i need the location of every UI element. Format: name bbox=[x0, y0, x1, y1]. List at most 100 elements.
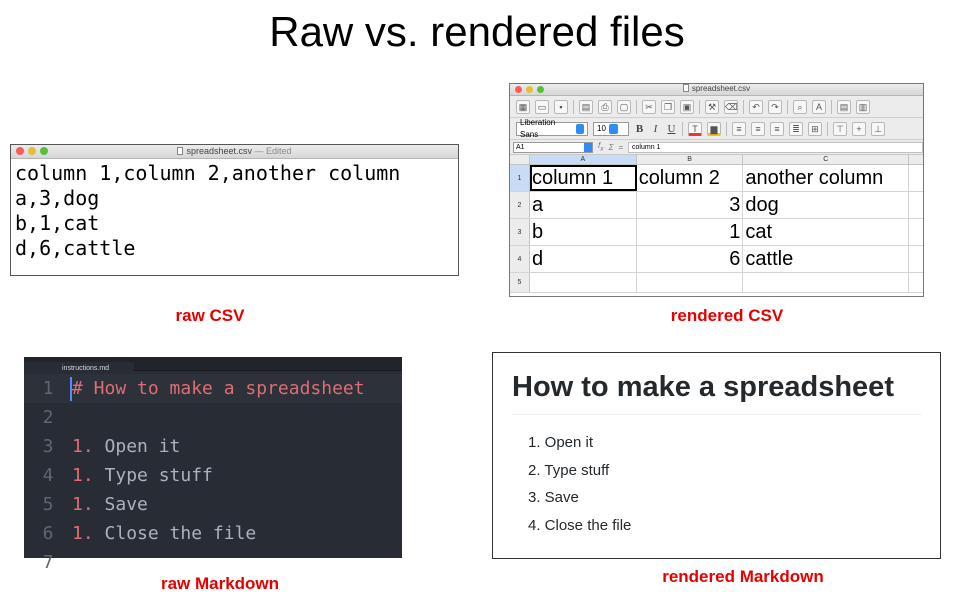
cell[interactable] bbox=[909, 165, 923, 191]
name-box[interactable]: A1 bbox=[513, 141, 593, 153]
clone-formatting-icon[interactable]: ⚒ bbox=[705, 99, 719, 114]
list-item: 1. Open it bbox=[528, 434, 594, 451]
chevron-down-icon bbox=[608, 123, 618, 134]
table-row: 3 b 1 cat bbox=[510, 219, 923, 246]
document-icon bbox=[177, 147, 184, 155]
align-left-icon[interactable]: ≡ bbox=[732, 121, 746, 136]
sum-icon[interactable]: Σ bbox=[608, 142, 614, 152]
close-window-button[interactable] bbox=[515, 86, 522, 93]
align-top-icon[interactable]: ⊤ bbox=[833, 121, 847, 136]
cell[interactable]: column 1 bbox=[529, 165, 637, 191]
cell[interactable]: cattle bbox=[743, 246, 910, 272]
cell[interactable] bbox=[909, 192, 923, 218]
merge-cells-icon[interactable]: ⊞ bbox=[808, 121, 822, 136]
text-line: a,3,dog bbox=[15, 186, 100, 210]
column-header[interactable]: B bbox=[637, 155, 744, 164]
font-size-select[interactable]: 10 bbox=[593, 121, 629, 136]
cell[interactable]: 6 bbox=[637, 246, 744, 272]
minimize-window-button[interactable] bbox=[28, 147, 36, 155]
cell[interactable]: column 2 bbox=[637, 165, 744, 191]
row-header[interactable]: 4 bbox=[510, 246, 530, 272]
cell[interactable]: cat bbox=[743, 219, 910, 245]
zoom-window-button[interactable] bbox=[40, 147, 48, 155]
cell[interactable]: d bbox=[530, 246, 637, 272]
formula-icon[interactable]: = bbox=[618, 142, 624, 152]
align-right-icon[interactable]: ≡ bbox=[770, 121, 784, 136]
cell[interactable]: b bbox=[530, 219, 637, 245]
copy-icon[interactable]: ❐ bbox=[661, 99, 675, 114]
clear-formatting-icon[interactable]: ⌫ bbox=[724, 99, 738, 114]
align-middle-icon[interactable]: + bbox=[852, 121, 866, 136]
cell[interactable] bbox=[637, 273, 744, 292]
font-color-icon[interactable]: T bbox=[688, 121, 702, 136]
italic-icon[interactable]: I bbox=[653, 122, 658, 135]
text-editor-area[interactable]: column 1,column 2,another column a,3,dog… bbox=[11, 159, 458, 263]
open-folder-icon[interactable]: ▭ bbox=[535, 99, 549, 114]
list-text: Open it bbox=[93, 436, 181, 457]
column-header[interactable]: A bbox=[529, 155, 637, 164]
column-header[interactable]: C bbox=[743, 155, 910, 164]
window-title: spreadsheet.csv bbox=[510, 84, 923, 93]
wrap-text-icon[interactable]: ≣ bbox=[789, 121, 803, 136]
select-all-corner[interactable] bbox=[510, 155, 530, 164]
code-area[interactable]: 1 # How to make a spreadsheet 2 3 1. Ope… bbox=[24, 371, 402, 577]
cell[interactable]: 3 bbox=[637, 192, 744, 218]
slide-title: Raw vs. rendered files bbox=[269, 8, 685, 55]
save-icon[interactable]: ▪ bbox=[554, 99, 568, 114]
print-preview-icon[interactable]: ▢ bbox=[617, 99, 631, 114]
line-number: 6 bbox=[42, 523, 54, 544]
toolbar-divider bbox=[787, 99, 788, 114]
code-text: 1. Close the file bbox=[72, 523, 256, 544]
cell[interactable]: dog bbox=[743, 192, 910, 218]
align-center-icon[interactable]: ≡ bbox=[751, 121, 765, 136]
font-name-value: Liberation Sans bbox=[520, 117, 556, 139]
edited-indicator: — Edited bbox=[252, 146, 292, 156]
code-line: 1 # How to make a spreadsheet bbox=[24, 374, 402, 403]
function-wizard-icon[interactable]: fx bbox=[598, 141, 604, 153]
row-header[interactable]: 3 bbox=[510, 219, 530, 245]
cell[interactable] bbox=[743, 273, 910, 292]
table-row: 5 bbox=[510, 273, 923, 293]
document-icon bbox=[682, 84, 689, 92]
cell[interactable] bbox=[909, 246, 923, 272]
formula-input[interactable]: column 1 bbox=[628, 141, 923, 153]
redo-icon[interactable]: ↷ bbox=[768, 99, 782, 114]
list-item: 2. Type stuff bbox=[528, 461, 610, 479]
tab-instructions-md[interactable]: instructions.md bbox=[24, 362, 134, 376]
row-header[interactable]: 1 bbox=[510, 165, 530, 191]
underline-icon[interactable]: U bbox=[667, 122, 676, 135]
cell[interactable] bbox=[909, 273, 923, 292]
cell[interactable]: another column bbox=[743, 165, 910, 191]
cut-icon[interactable]: ✂ bbox=[642, 99, 656, 114]
rendered-list: 1. Open it 2. Type stuff 3. Save 4. Clos… bbox=[528, 429, 940, 539]
new-document-icon[interactable]: ▦ bbox=[516, 99, 530, 114]
paste-icon[interactable]: ▣ bbox=[680, 99, 694, 114]
print-icon[interactable]: ⎙ bbox=[598, 99, 612, 114]
row-header[interactable]: 2 bbox=[510, 192, 530, 218]
export-pdf-icon[interactable]: ▤ bbox=[579, 99, 593, 114]
cell[interactable]: a bbox=[530, 192, 637, 218]
zoom-window-button[interactable] bbox=[537, 86, 544, 93]
cell[interactable]: 1 bbox=[637, 219, 744, 245]
close-window-button[interactable] bbox=[16, 147, 24, 155]
column-header[interactable] bbox=[909, 155, 923, 164]
font-name-select[interactable]: Liberation Sans bbox=[516, 118, 588, 139]
table-row: 4 d 6 cattle bbox=[510, 246, 923, 273]
code-line: 2 bbox=[24, 403, 402, 432]
bold-icon[interactable]: B bbox=[635, 122, 644, 135]
code-line: 5 1. Save bbox=[24, 490, 402, 519]
list-text: Save bbox=[93, 494, 148, 515]
find-replace-icon[interactable]: ⌕ bbox=[793, 99, 807, 114]
column-icon[interactable]: ▥ bbox=[856, 99, 870, 114]
spelling-icon[interactable]: A bbox=[812, 99, 826, 114]
window-title: spreadsheet.csv — Edited bbox=[11, 146, 458, 156]
cell[interactable] bbox=[530, 273, 637, 292]
list-item: 3. Save bbox=[528, 489, 579, 506]
row-icon[interactable]: ▤ bbox=[837, 99, 851, 114]
undo-icon[interactable]: ↶ bbox=[749, 99, 763, 114]
row-header[interactable]: 5 bbox=[510, 273, 530, 292]
minimize-window-button[interactable] bbox=[526, 86, 533, 93]
background-color-icon[interactable]: ▆ bbox=[707, 121, 721, 136]
align-bottom-icon[interactable]: ⊥ bbox=[871, 121, 885, 136]
cell[interactable] bbox=[909, 219, 923, 245]
